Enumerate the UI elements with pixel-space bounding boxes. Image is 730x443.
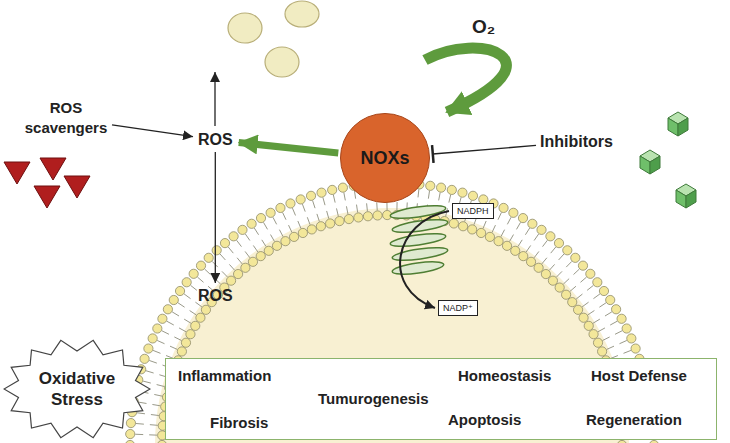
inhibitor-label: Inhibitors (540, 133, 613, 151)
node-text: O₂ (472, 16, 495, 38)
node-text: NADPH (457, 206, 489, 216)
node-text: NADP⁺ (443, 303, 473, 313)
cofactor-box: NADP⁺ (438, 300, 478, 316)
flow-arrow (215, 152, 216, 283)
inhibition-line (433, 145, 536, 154)
node-text: ROS (198, 287, 233, 305)
outcome-word: Regeneration (586, 411, 682, 428)
node-text: Apoptosis (448, 411, 521, 428)
cofactor-box: NADPH (452, 203, 494, 219)
enzyme-circle: NOXs (340, 113, 430, 203)
node-text: Fibrosis (210, 414, 268, 431)
flow-arrow (400, 211, 449, 308)
node-text: Host Defense (591, 367, 687, 384)
node-text: Inflammation (178, 367, 271, 384)
flow-arrow (239, 143, 339, 154)
outcome-word: Fibrosis (210, 414, 268, 431)
inhibitor-cubes (640, 112, 696, 208)
outcome-word: Host Defense (591, 367, 687, 384)
outcome-word: Tumurogenesis (318, 390, 429, 407)
vesicles (228, 1, 319, 77)
scavenger-triangles (4, 158, 90, 208)
node-text: Tumurogenesis (318, 390, 429, 407)
outcome-word: Inflammation (178, 367, 271, 384)
outcome-word: Homeostasis (458, 367, 551, 384)
release-arrow (214, 72, 215, 126)
outcome-panel: Inflammation Homeostasis Host DefenseTumur… (165, 358, 717, 440)
burst-outline (3, 338, 151, 440)
node-text: Homeostasis (458, 367, 551, 384)
ros-label: ROS (198, 287, 233, 305)
oxygen-label: O₂ (472, 16, 495, 38)
agent-label: ROS scavengers (24, 98, 108, 138)
node-text: ROS scavengers (24, 98, 108, 138)
node-text: NOXs (360, 148, 409, 169)
flow-arrow (112, 125, 193, 137)
ros-label: ROS (198, 131, 233, 149)
node-text: ROS (198, 131, 233, 149)
node-text: Regeneration (586, 411, 682, 428)
node-text: Oxidative Stress (34, 368, 120, 410)
oxygen-arrow (425, 48, 506, 112)
node-text: Inhibitors (540, 133, 613, 151)
stress-burst: Oxidative Stress (3, 338, 151, 440)
outcome-word: Apoptosis (448, 411, 521, 428)
